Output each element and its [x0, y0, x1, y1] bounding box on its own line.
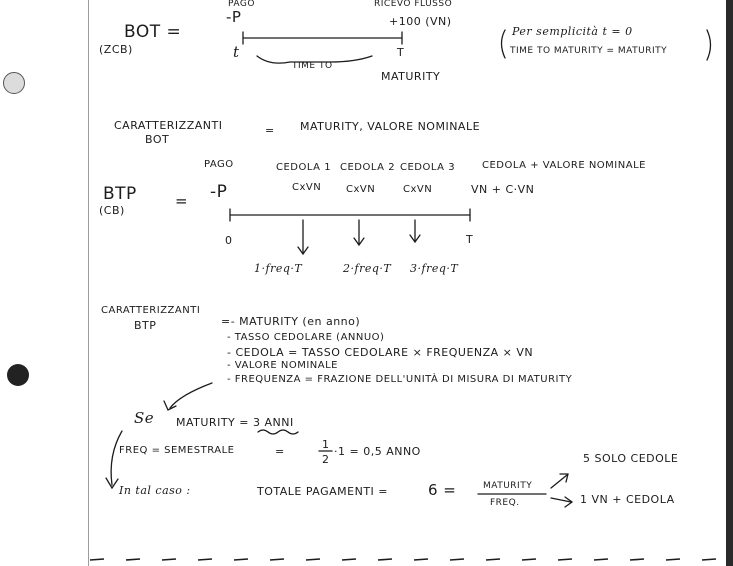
- btp-cxvn-1: CxVN: [292, 182, 322, 193]
- car-btp-label-2: BTP: [134, 319, 157, 332]
- bot-brace: [256, 55, 373, 64]
- punch-hole-bottom: [7, 364, 29, 386]
- btp-cxvn-2: CxVN: [346, 184, 376, 195]
- car-btp-item-2: - CEDOLA = TASSO CEDOLARE × FREQUENZA × …: [227, 346, 534, 359]
- example-se: Se: [134, 409, 155, 427]
- bot-pago-label: PAGO: [228, 0, 255, 9]
- bot-ricevo-label: RICEVO FLUSSO: [374, 0, 453, 9]
- arrowhead-right: [564, 496, 574, 508]
- note-paren-right: [706, 29, 712, 61]
- page-edge: [726, 0, 733, 566]
- car-bot-value: MATURITY, VALORE NOMINALE: [300, 120, 481, 133]
- arrow-right: [550, 497, 572, 503]
- btp-freq-3: 3·freq·T: [410, 262, 459, 275]
- example-frac-num: MATURITY: [483, 481, 533, 491]
- btp-cedola-2: CEDOLA 2: [340, 162, 396, 173]
- bot-maturity: MATURITY: [381, 70, 441, 83]
- wavy-underline: [257, 429, 299, 435]
- bot-title: BOT =: [124, 22, 182, 42]
- bot-plus-flow: +100 (VN): [389, 15, 452, 28]
- btp-cedola-final: CEDOLA + VALORE NOMINALE: [482, 160, 646, 171]
- btp-minus-p: -P: [210, 182, 228, 202]
- arrow-up: [550, 474, 568, 489]
- btp-freq-1: 1·freq·T: [254, 262, 303, 275]
- car-bot-label-2: BOT: [145, 133, 170, 146]
- car-btp-item-4: - FREQUENZA = FRAZIONE DELL'UNITÀ DI MIS…: [227, 374, 573, 385]
- bot-t-end: T: [397, 46, 405, 59]
- note-line-2: TIME TO MATURITY = MATURITY: [510, 46, 668, 56]
- btp-vn-c: VN + C·VN: [471, 183, 535, 196]
- btp-eq: =: [175, 192, 189, 210]
- bot-t-start: t: [233, 43, 240, 61]
- car-btp-item-3: - VALORE NOMINALE: [227, 360, 338, 371]
- margin-line: [88, 0, 89, 566]
- arrowhead-up: [559, 473, 569, 483]
- note-line-1: Per semplicità t = 0: [512, 25, 633, 38]
- note-paren-left: [500, 29, 506, 59]
- example-maturity: MATURITY = 3 ANNI: [176, 416, 294, 429]
- arrowhead-freq3: [409, 234, 421, 244]
- left-arrow: [110, 430, 123, 486]
- example-five: 5 SOLO CEDOLE: [583, 452, 679, 465]
- example-six: 6 =: [428, 481, 457, 499]
- car-btp-item-1: - TASSO CEDOLARE (ANNUO): [227, 332, 385, 343]
- example-freq-label: FREQ = SEMESTRALE: [119, 445, 235, 456]
- btp-cedola-1: CEDOLA 1: [276, 162, 332, 173]
- example-in-tal-caso: In tal caso :: [119, 484, 191, 497]
- arrowhead-freq1: [297, 246, 309, 256]
- btp-cedola-3: CEDOLA 3: [400, 162, 456, 173]
- btp-subtitle: (CB): [99, 204, 125, 217]
- example-frac-den: FREQ.: [490, 498, 520, 508]
- btp-freq-2: 2·freq·T: [343, 262, 392, 275]
- btp-t-end: T: [466, 233, 474, 246]
- car-bot-eq: =: [265, 124, 275, 137]
- left-arrowhead: [105, 477, 119, 490]
- car-btp-item-0: =- MATURITY (en anno): [221, 315, 361, 328]
- example-half-den: 2: [322, 453, 330, 466]
- arrowhead-freq2: [353, 237, 365, 247]
- btp-title: BTP: [103, 184, 137, 204]
- example-half-rest: ·1 = 0,5 ANNO: [334, 445, 421, 458]
- car-btp-label-1: CARATTERIZZANTI: [101, 305, 201, 316]
- btp-zero: 0: [225, 234, 233, 247]
- btp-pago: PAGO: [204, 159, 234, 170]
- example-half-num: 1: [322, 438, 330, 451]
- example-totale: TOTALE PAGAMENTI =: [257, 485, 388, 498]
- example-freq-eq: =: [275, 445, 285, 458]
- curve-connector: [169, 382, 213, 409]
- bot-subtitle: (ZCB): [99, 43, 133, 56]
- btp-cxvn-3: CxVN: [403, 184, 433, 195]
- bottom-dashes: [89, 558, 717, 561]
- example-one: 1 VN + CEDOLA: [580, 493, 675, 506]
- bot-time-to: TIME TO: [292, 61, 333, 71]
- car-bot-label-1: CARATTERIZZANTI: [114, 119, 223, 132]
- punch-hole-top: [3, 72, 25, 94]
- bot-minus-p: -P: [226, 8, 242, 26]
- curve-arrowhead: [163, 400, 177, 411]
